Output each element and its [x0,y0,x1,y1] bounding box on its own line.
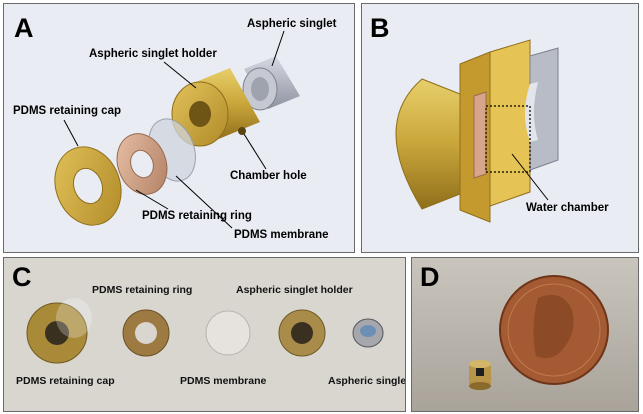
panel-letter-b: B [370,13,390,43]
size-comparison-photo [469,275,609,390]
label-aspheric-singlet-holder: Aspheric singlet holder [89,48,217,60]
leader-lines [63,30,285,229]
cross-section-diagram [395,39,559,223]
panel-c: C PDMS retaining ring Aspheric singlet h… [3,257,406,412]
panel-a: A Aspheric singlet Aspheric singlet hold… [3,3,355,253]
panel-letter-d: D [420,262,440,292]
label-c-pdms-retaining-cap: PDMS retaining cap [16,375,115,387]
label-c-pdms-membrane: PDMS membrane [180,375,267,387]
panel-letter-a: A [14,13,34,43]
parts-photo [26,298,384,364]
photo-pdms-retaining-cap [26,298,92,364]
label-pdms-retaining-ring: PDMS retaining ring [142,210,252,222]
label-aspheric-singlet: Aspheric singlet [247,18,337,30]
label-c-pdms-retaining-ring: PDMS retaining ring [92,284,193,296]
assembled-lens-device [469,360,491,390]
photo-aspheric-singlet-holder [278,309,326,357]
water-chamber-leader [511,153,549,201]
photo-aspheric-singlet [352,318,384,348]
panel-b: B Water chamber [361,3,639,253]
exploded-view-diagram [54,30,300,229]
photo-pdms-retaining-ring [122,309,170,357]
panel-letter-c: C [12,262,32,292]
label-chamber-hole: Chamber hole [230,170,307,182]
panel-d: D [411,257,639,412]
photo-pdms-membrane [205,310,251,356]
label-c-aspheric-singlet: Aspheric singlet [328,375,406,387]
label-pdms-retaining-cap: PDMS retaining cap [13,105,121,117]
pdms-retaining-ring-part [116,133,168,195]
label-pdms-membrane: PDMS membrane [234,229,329,241]
water-chamber-outline [485,105,531,173]
label-water-chamber: Water chamber [526,202,609,214]
chamber-hole-marker [238,127,246,135]
pdms-retaining-cap-part [54,146,122,226]
penny-coin [499,275,609,385]
label-c-aspheric-singlet-holder: Aspheric singlet holder [236,284,353,296]
aspheric-singlet-part [242,56,300,111]
